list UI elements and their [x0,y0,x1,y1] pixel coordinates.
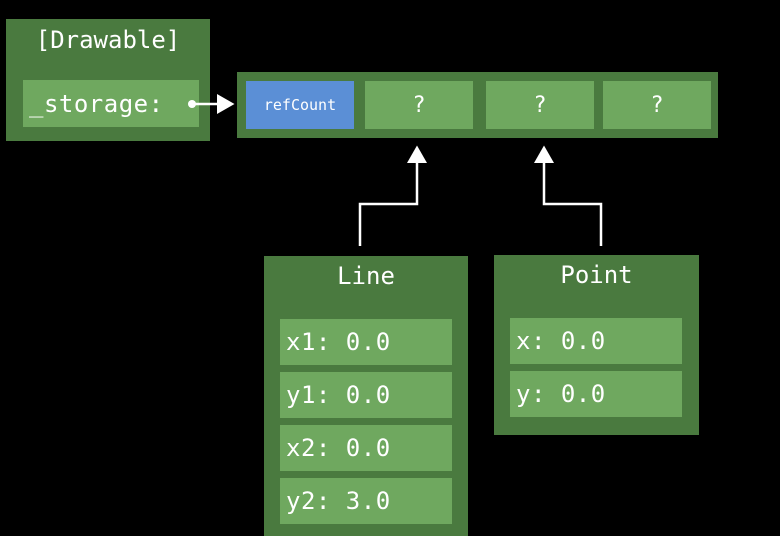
storage-buffer: refCount ? ? ? [237,72,718,138]
point-field-x: x: 0.0 [510,318,682,364]
point-to-slot-arrow [534,145,603,246]
line-field-x2: x2: 0.0 [280,425,452,471]
line-field-x1: x1: 0.0 [280,319,452,365]
buffer-slot: ? [365,81,473,129]
line-field-y2: y2: 3.0 [280,478,452,524]
drawable-title: [Drawable] [35,26,181,54]
buffer-slot: ? [603,81,711,129]
point-struct: Point x: 0.0 y: 0.0 [494,255,699,435]
buffer-slot: ? [486,81,594,129]
drawable-container: [Drawable] _storage: [6,19,210,141]
ref-count-cell: refCount [246,81,354,129]
point-field-y: y: 0.0 [510,371,682,417]
point-title: Point [560,261,633,289]
storage-field: _storage: [23,80,199,127]
line-to-slot-arrow [358,145,427,246]
line-field-y1: y1: 0.0 [280,372,452,418]
line-title: Line [337,262,395,290]
line-struct: Line x1: 0.0 y1: 0.0 x2: 0.0 y2: 3.0 [264,256,468,536]
